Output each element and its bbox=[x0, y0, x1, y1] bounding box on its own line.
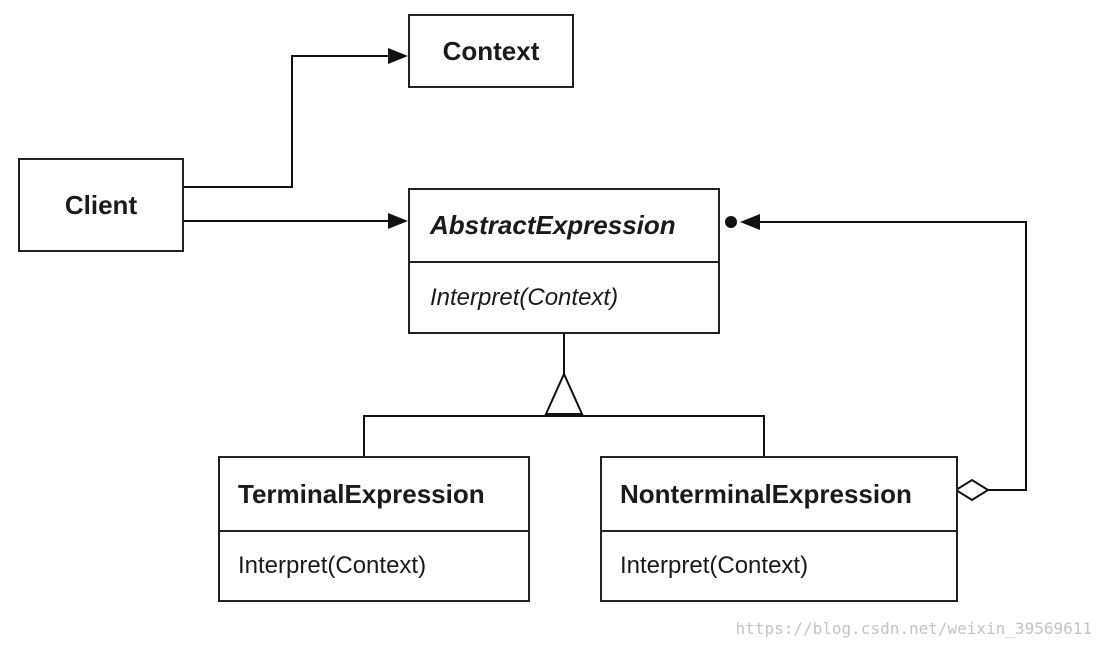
nonterminal-expression-operation-compartment: Interpret(Context) bbox=[602, 532, 956, 600]
abstract-expression-name-compartment: AbstractExpression bbox=[410, 190, 718, 263]
abstract-expression-operation: Interpret(Context) bbox=[430, 283, 619, 311]
terminal-expression-name-compartment: TerminalExpression bbox=[220, 458, 528, 532]
terminal-expression-class: TerminalExpression Interpret(Context) bbox=[218, 456, 530, 602]
nonterminal-expression-name-compartment: NonterminalExpression bbox=[602, 458, 956, 532]
client-context-association bbox=[183, 55, 398, 188]
context-class-name: Context bbox=[442, 35, 540, 66]
client-class-name: Client bbox=[64, 189, 138, 220]
nonterminal-expression-operation: Interpret(Context) bbox=[620, 552, 809, 579]
abstract-expression-class: AbstractExpression Interpret(Context) bbox=[408, 188, 720, 334]
aggregation-diamond bbox=[954, 478, 990, 502]
abstract-expression-name: AbstractExpression bbox=[430, 210, 676, 240]
multiplicity-dot bbox=[725, 216, 737, 228]
client-class: Client bbox=[18, 158, 184, 252]
aggregation-arrowhead bbox=[740, 214, 760, 230]
nonterminal-expression-name: NonterminalExpression bbox=[620, 478, 912, 509]
aggregation-line bbox=[760, 221, 1027, 491]
context-class: Context bbox=[408, 14, 574, 88]
terminal-expression-operation: Interpret(Context) bbox=[238, 552, 427, 579]
client-abstract-arrowhead bbox=[388, 213, 408, 229]
terminal-expression-operation-compartment: Interpret(Context) bbox=[220, 532, 528, 600]
terminal-expression-name: TerminalExpression bbox=[238, 478, 485, 509]
nonterminal-expression-class: NonterminalExpression Interpret(Context) bbox=[600, 456, 958, 602]
inheritance-branch bbox=[363, 415, 765, 456]
client-context-arrowhead bbox=[388, 48, 408, 64]
abstract-expression-operation-compartment: Interpret(Context) bbox=[410, 263, 718, 332]
inheritance-triangle bbox=[544, 371, 584, 415]
watermark: https://blog.csdn.net/weixin_39569611 bbox=[735, 619, 1092, 638]
